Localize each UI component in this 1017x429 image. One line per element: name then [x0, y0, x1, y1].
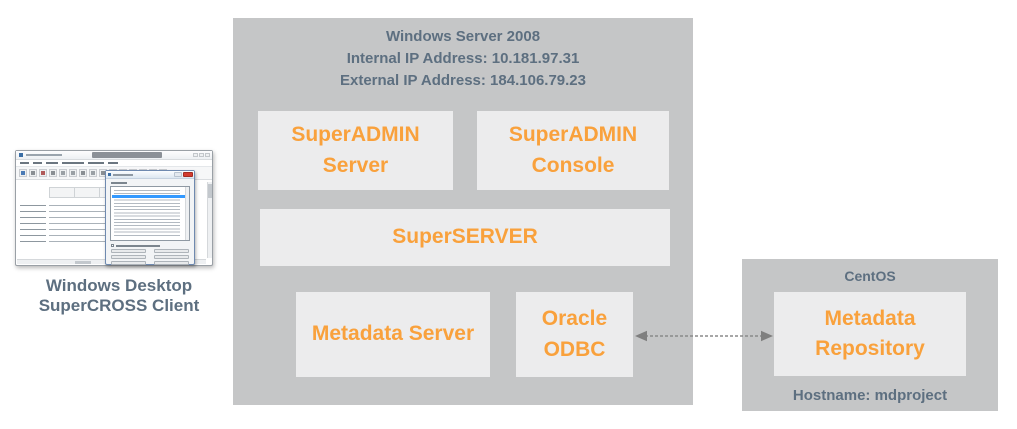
dialog-field-list [110, 186, 190, 241]
dialog-title-placeholder [113, 174, 133, 176]
toolbar-icon [39, 169, 47, 177]
dialog-buttons [111, 249, 189, 265]
dialog-button [154, 249, 189, 253]
checkbox-icon [111, 244, 114, 247]
mini-fields-dialog [105, 170, 195, 265]
scrollbar-thumb [208, 184, 212, 198]
odbc-repository-arrow-icon [635, 330, 773, 342]
menu-item-placeholder [88, 162, 104, 164]
dialog-icon [108, 173, 111, 176]
dialog-button [111, 249, 146, 253]
client-caption-line2: SuperCROSS Client [38, 296, 200, 315]
toolbar-icon [59, 169, 67, 177]
dialog-button [154, 261, 189, 265]
selected-field-row [112, 195, 188, 198]
toolbar-icon [49, 169, 57, 177]
close-icon [205, 153, 210, 157]
client-caption-line1: Windows Desktop [45, 276, 193, 295]
oracle-odbc-box: Oracle ODBC [516, 292, 633, 377]
external-ip-address: External IP Address: 184.106.79.23 [340, 72, 586, 89]
dialog-checkbox-row [111, 244, 160, 247]
menu-item-placeholder [20, 162, 29, 164]
menu-item-placeholder [108, 162, 118, 164]
superserver-box: SuperSERVER [260, 209, 670, 266]
dialog-button [111, 261, 146, 265]
mini-menubar [16, 160, 212, 167]
maximize-icon [199, 153, 204, 157]
superadmin-console-box: SuperADMIN Console [477, 111, 669, 190]
metadata-repository-box: Metadata Repository [774, 292, 966, 376]
titlebar-overlay-artifact [92, 152, 162, 158]
centos-container: CentOS Metadata Repository Hostname: mdp… [742, 259, 998, 411]
supercross-app-icon [19, 153, 23, 157]
toolbar-icon [69, 169, 77, 177]
mini-table-row-labels [20, 202, 46, 244]
client-caption: Windows Desktop SuperCROSS Client [4, 276, 234, 316]
toolbar-icon [79, 169, 87, 177]
mini-window-controls [193, 153, 210, 157]
mini-window-titlebar [16, 151, 212, 160]
checkbox-label-placeholder [116, 244, 160, 247]
dialog-field-label [111, 182, 127, 184]
centos-title: CentOS [844, 268, 896, 284]
internal-ip-address: Internal IP Address: 10.181.97.31 [346, 50, 580, 67]
windows-server-container: Windows Server 2008 Internal IP Address:… [233, 18, 693, 405]
dialog-button [154, 255, 189, 259]
mini-vertical-scrollbar [207, 182, 212, 258]
windows-server-title: Windows Server 2008 [385, 28, 541, 45]
centos-hostname: Hostname: mdproject [792, 387, 948, 404]
supercross-client-screenshot [15, 150, 213, 266]
mini-window-title-placeholder [26, 154, 62, 156]
toolbar-icon [89, 169, 97, 177]
minimize-icon [193, 153, 198, 157]
scrollbar-thumb [75, 261, 91, 264]
menu-item-placeholder [33, 162, 42, 164]
metadata-server-box: Metadata Server [296, 292, 490, 377]
superadmin-server-box: SuperADMIN Server [258, 111, 453, 190]
toolbar-icon [19, 169, 27, 177]
menu-item-placeholder [62, 162, 84, 164]
menu-item-placeholder [46, 162, 58, 164]
dialog-button [111, 255, 146, 259]
windows-server-header: Windows Server 2008 Internal IP Address:… [233, 18, 693, 92]
dialog-help-icon [174, 172, 182, 177]
dialog-list-scrollbar [185, 187, 189, 240]
toolbar-icon [29, 169, 37, 177]
dialog-titlebar [106, 171, 194, 179]
dialog-close-icon [183, 172, 193, 177]
